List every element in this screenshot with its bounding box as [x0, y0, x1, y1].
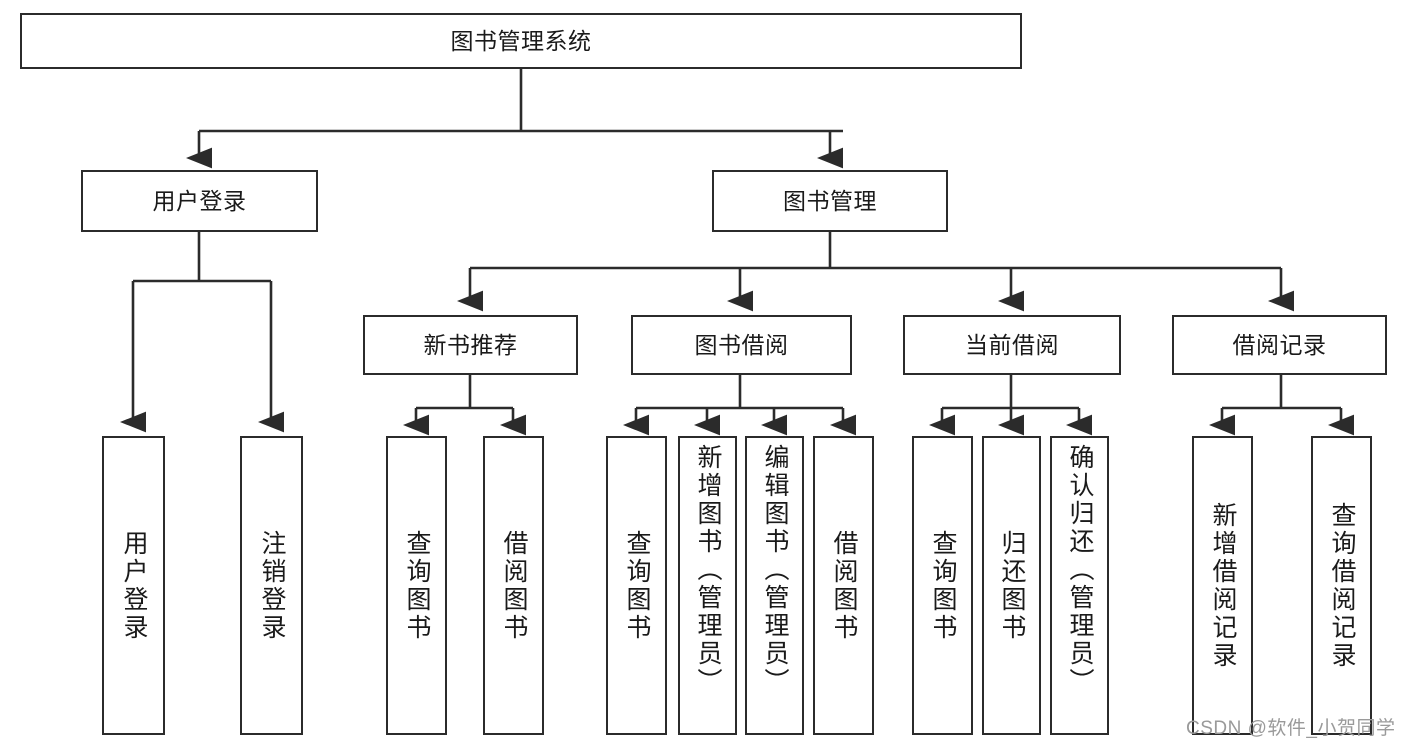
leaf-return-book[interactable]: 归还图书	[982, 436, 1041, 735]
node-new-book-recommendation-label: 新书推荐	[423, 331, 518, 358]
node-user-login-label: 用户登录	[152, 187, 247, 214]
node-root-book-management-system[interactable]: 图书管理系统	[20, 13, 1022, 69]
leaf-query-book-borrowing[interactable]: 查询图书	[606, 436, 667, 735]
leaf-confirm-return-admin-label: 确认归还（管理员）	[1066, 444, 1094, 696]
leaf-edit-book-admin-label: 编辑图书（管理员）	[761, 444, 789, 696]
leaf-add-borrow-record-label: 新增借阅记录	[1209, 501, 1237, 670]
leaf-query-book-new-rec-label: 查询图书	[403, 529, 431, 642]
node-book-borrowing-label: 图书借阅	[694, 331, 789, 358]
node-borrowing-records-label: 借阅记录	[1232, 331, 1327, 358]
leaf-query-borrow-record-label: 查询借阅记录	[1328, 501, 1356, 670]
node-current-borrowing-label: 当前借阅	[965, 331, 1059, 358]
node-current-borrowing[interactable]: 当前借阅	[903, 315, 1121, 375]
node-book-borrowing[interactable]: 图书借阅	[631, 315, 852, 375]
node-borrowing-records[interactable]: 借阅记录	[1172, 315, 1387, 375]
leaf-add-book-admin[interactable]: 新增图书（管理员）	[678, 436, 737, 735]
leaf-add-book-admin-label: 新增图书（管理员）	[694, 444, 722, 696]
leaf-confirm-return-admin[interactable]: 确认归还（管理员）	[1050, 436, 1109, 735]
leaf-borrow-book-borrowing[interactable]: 借阅图书	[813, 436, 874, 735]
leaf-borrow-book-new-rec[interactable]: 借阅图书	[483, 436, 544, 735]
leaf-query-borrow-record[interactable]: 查询借阅记录	[1311, 436, 1372, 735]
leaf-return-book-label: 归还图书	[998, 529, 1026, 642]
leaf-user-login[interactable]: 用户登录	[102, 436, 165, 735]
node-new-book-recommendation[interactable]: 新书推荐	[363, 315, 578, 375]
leaf-query-book-current[interactable]: 查询图书	[912, 436, 973, 735]
leaf-user-logout-label: 注销登录	[258, 529, 286, 642]
leaf-user-login-label: 用户登录	[120, 529, 148, 642]
leaf-add-borrow-record[interactable]: 新增借阅记录	[1192, 436, 1253, 735]
node-book-management-label: 图书管理	[783, 187, 877, 214]
leaf-user-logout[interactable]: 注销登录	[240, 436, 303, 735]
leaf-edit-book-admin[interactable]: 编辑图书（管理员）	[745, 436, 804, 735]
node-user-login[interactable]: 用户登录	[81, 170, 318, 232]
leaf-borrow-book-borrowing-label: 借阅图书	[830, 529, 858, 642]
leaf-query-book-new-rec[interactable]: 查询图书	[386, 436, 447, 735]
csdn-watermark: CSDN @软件_小贺同学	[1186, 718, 1396, 739]
leaf-query-book-current-label: 查询图书	[929, 529, 957, 642]
node-book-management[interactable]: 图书管理	[712, 170, 948, 232]
node-root-label: 图书管理系统	[450, 27, 592, 54]
leaf-borrow-book-new-rec-label: 借阅图书	[500, 529, 528, 642]
leaf-query-book-borrowing-label: 查询图书	[623, 529, 651, 642]
